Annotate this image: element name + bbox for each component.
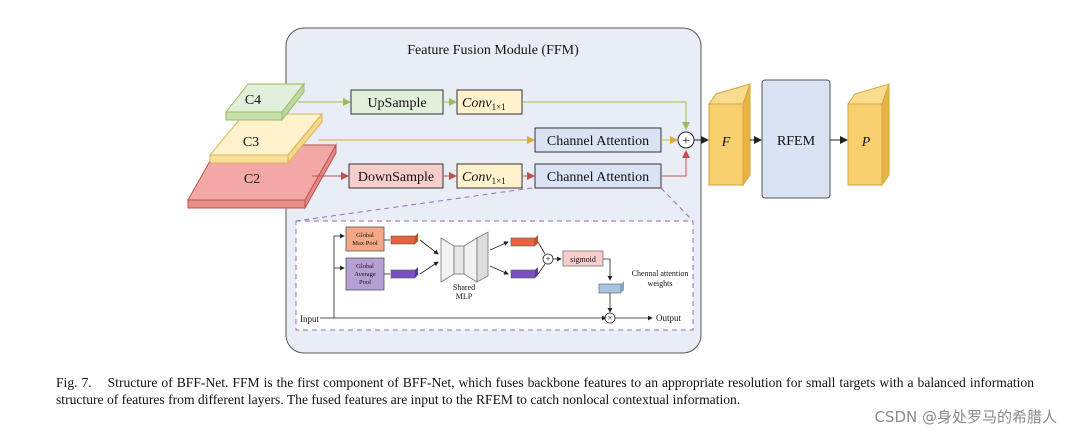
average-pool-feature [390,269,416,279]
downsample-label: DownSample [358,170,434,185]
caption-label: Fig. 7. [56,375,92,390]
f-label: F [721,135,731,150]
detail-input-label: Input [300,314,319,324]
global-average-pool-block [345,257,385,291]
channel-attention-label-upper: Channel Attention [547,134,649,149]
detail-output-label: Output [656,313,682,323]
p-label: P [861,135,871,150]
detail-multiply-node: × [604,312,616,324]
c4-label: C4 [245,93,261,108]
c2-label: C2 [244,172,260,187]
conv-label-upper: Conv1×1 [462,96,506,112]
p-feature-block: P [847,83,890,187]
c3-label: C3 [243,135,259,150]
channel-attention-block-upper [534,127,662,153]
mlp-max-feature [510,237,536,247]
global-max-pool-block [345,226,385,252]
shared-mlp-block [440,231,489,283]
rfem-block [761,79,831,199]
bff-net-diagram: Feature Fusion Module (FFM) C2 C3 C4 UpS… [187,27,890,354]
conv-label-lower: Conv1×1 [462,170,506,186]
rfem-label: RFEM [777,134,816,149]
caption-text: Structure of BFF-Net. FFM is the first c… [56,375,1034,407]
sigmoid-block [562,250,604,267]
conv-block-lower [456,163,523,189]
svg-text:+: + [545,254,550,264]
channel-attention-block-lower [534,163,662,189]
conv-block-upper [456,89,523,115]
attention-weights-feature [598,283,622,294]
sigmoid-label: sigmoid [570,255,596,264]
c3-feature-block: C3 [208,112,324,165]
max-pool-feature [390,235,416,245]
channel-attention-label-lower: Channel Attention [547,170,649,185]
upsample-block [350,89,444,115]
f-feature-block: F [708,83,751,187]
mlp-average-feature [510,269,536,279]
upsample-label: UpSample [367,96,426,111]
svg-text:+: + [682,134,690,149]
watermark: CSDN @身处罗马的希腊人 [874,408,1057,426]
figure-caption: Fig. 7. Structure of BFF-Net. FFM is the… [56,374,1034,408]
detail-sum-node: + [542,253,554,265]
c4-feature-block: C4 [224,82,306,122]
ffm-title: Feature Fusion Module (FFM) [407,43,579,58]
svg-text:×: × [607,313,612,323]
